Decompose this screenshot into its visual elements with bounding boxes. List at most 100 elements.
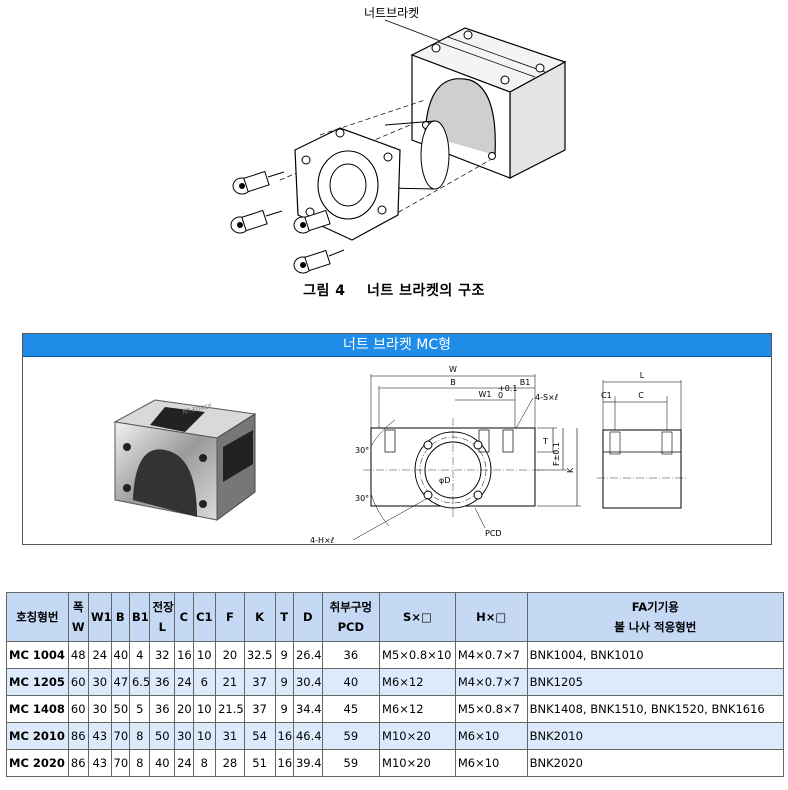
side-view-drawing: L C1 C [597, 371, 687, 509]
angle-top-label: 30° [355, 446, 369, 455]
cell-b1: 4 [128, 641, 151, 669]
column-header-line1: F [225, 610, 234, 624]
cell-pcd: 59 [321, 749, 381, 777]
cell-w: 86 [67, 722, 89, 750]
pcd-label: PCD [485, 529, 502, 538]
column-header: C [174, 592, 194, 642]
dim-c-label: C [638, 391, 644, 400]
cell-b: 50 [110, 695, 130, 723]
cell-h: M4×0.7×7 [454, 641, 528, 669]
angle-bottom-label: 30° [355, 494, 369, 503]
cell-model: MC 1408 [6, 695, 69, 723]
column-header-line1: B [115, 610, 125, 624]
dim-w1-label: W1 [479, 390, 492, 399]
column-header-line1: 호칭형번 [16, 610, 59, 624]
cell-w1: 30 [88, 668, 112, 696]
cell-k: 32.5 [243, 641, 276, 669]
cell-t: 9 [274, 695, 294, 723]
cell-f: 21 [215, 668, 245, 696]
s-hole-label: 4-S×ℓ [535, 393, 558, 402]
cell-fa: BNK1004, BNK1010 [526, 641, 785, 669]
dim-k-label: K [566, 467, 575, 473]
cell-d: 46.4 [292, 722, 323, 750]
cell-t: 16 [274, 722, 294, 750]
cell-s: M10×20 [379, 722, 456, 750]
cell-fa: BNK2010 [526, 722, 785, 750]
column-header: S×□ [379, 592, 456, 642]
cell-b1: 8 [128, 722, 151, 750]
cell-fa: BNK1205 [526, 668, 785, 696]
cell-h: M4×0.7×7 [454, 668, 528, 696]
column-header-line2: W [71, 620, 85, 634]
column-header-line2: 볼 나사 적응형번 [614, 620, 697, 634]
column-header-line1: H×□ [476, 610, 507, 624]
cell-b: 47 [110, 668, 130, 696]
column-header-line1: 전장 [152, 600, 174, 614]
dim-w1-tolerance-low: 0 [498, 391, 503, 400]
exploded-assembly-drawing [230, 19, 567, 274]
dim-t-label: T [542, 437, 548, 446]
h-hole-label: 4-H×ℓ [310, 536, 334, 544]
cell-c: 16 [174, 641, 194, 669]
cell-model: MC 1004 [6, 641, 69, 669]
cell-k: 51 [243, 749, 276, 777]
column-header-line1: FA기기용 [631, 600, 679, 614]
cell-s: M6×12 [379, 695, 456, 723]
dim-f-label: F±0.1 [552, 442, 561, 466]
column-header: H×□ [454, 592, 528, 642]
column-header-line1: T [280, 610, 289, 624]
cell-h: M5×0.8×7 [454, 695, 528, 723]
cell-c1: 6 [192, 668, 217, 696]
column-header-line1: K [255, 610, 265, 624]
column-header-line1: B1 [131, 610, 149, 624]
column-header: 호칭형번 [6, 592, 69, 642]
column-header: B [110, 592, 130, 642]
cell-d: 30.4 [292, 668, 323, 696]
cell-t: 9 [274, 668, 294, 696]
cell-w1: 43 [88, 722, 112, 750]
cell-c: 30 [174, 722, 194, 750]
cell-w: 60 [67, 668, 89, 696]
column-header-line2: PCD [337, 620, 365, 634]
column-header-line1: D [303, 610, 313, 624]
cell-c: 24 [174, 749, 194, 777]
cell-b: 70 [110, 722, 130, 750]
dim-c1-label: C1 [601, 391, 612, 400]
cell-t: 9 [274, 641, 294, 669]
dim-w1-tolerance: +0.1 [498, 384, 517, 393]
cell-l: 40 [149, 749, 176, 777]
column-header: W1 [88, 592, 112, 642]
column-header: D [292, 592, 323, 642]
cell-b1: 8 [128, 749, 151, 777]
cell-b: 70 [110, 749, 130, 777]
cell-l: 50 [149, 722, 176, 750]
cell-c: 24 [174, 668, 194, 696]
dim-b1-label: B1 [520, 378, 531, 387]
cell-pcd: 40 [321, 668, 381, 696]
cell-f: 20 [215, 641, 245, 669]
cell-f: 21.5 [215, 695, 245, 723]
front-view-drawing: W B B1 W1 +0.1 0 4-S×ℓ [310, 365, 581, 544]
cell-h: M6×10 [454, 722, 528, 750]
mc-type-panel: 너트 브라켓 MC형 NT FORCE W B B1 W1 + [22, 333, 772, 545]
product-photo: NT FORCE [113, 399, 257, 521]
cell-fa: BNK2020 [526, 749, 785, 777]
cell-k: 37 [243, 695, 276, 723]
cell-pcd: 59 [321, 722, 381, 750]
cell-s: M10×20 [379, 749, 456, 777]
column-header: B1 [128, 592, 151, 642]
figure-number: 그림 4 [303, 283, 346, 299]
dim-l-label: L [640, 371, 645, 380]
cell-b1: 5 [128, 695, 151, 723]
